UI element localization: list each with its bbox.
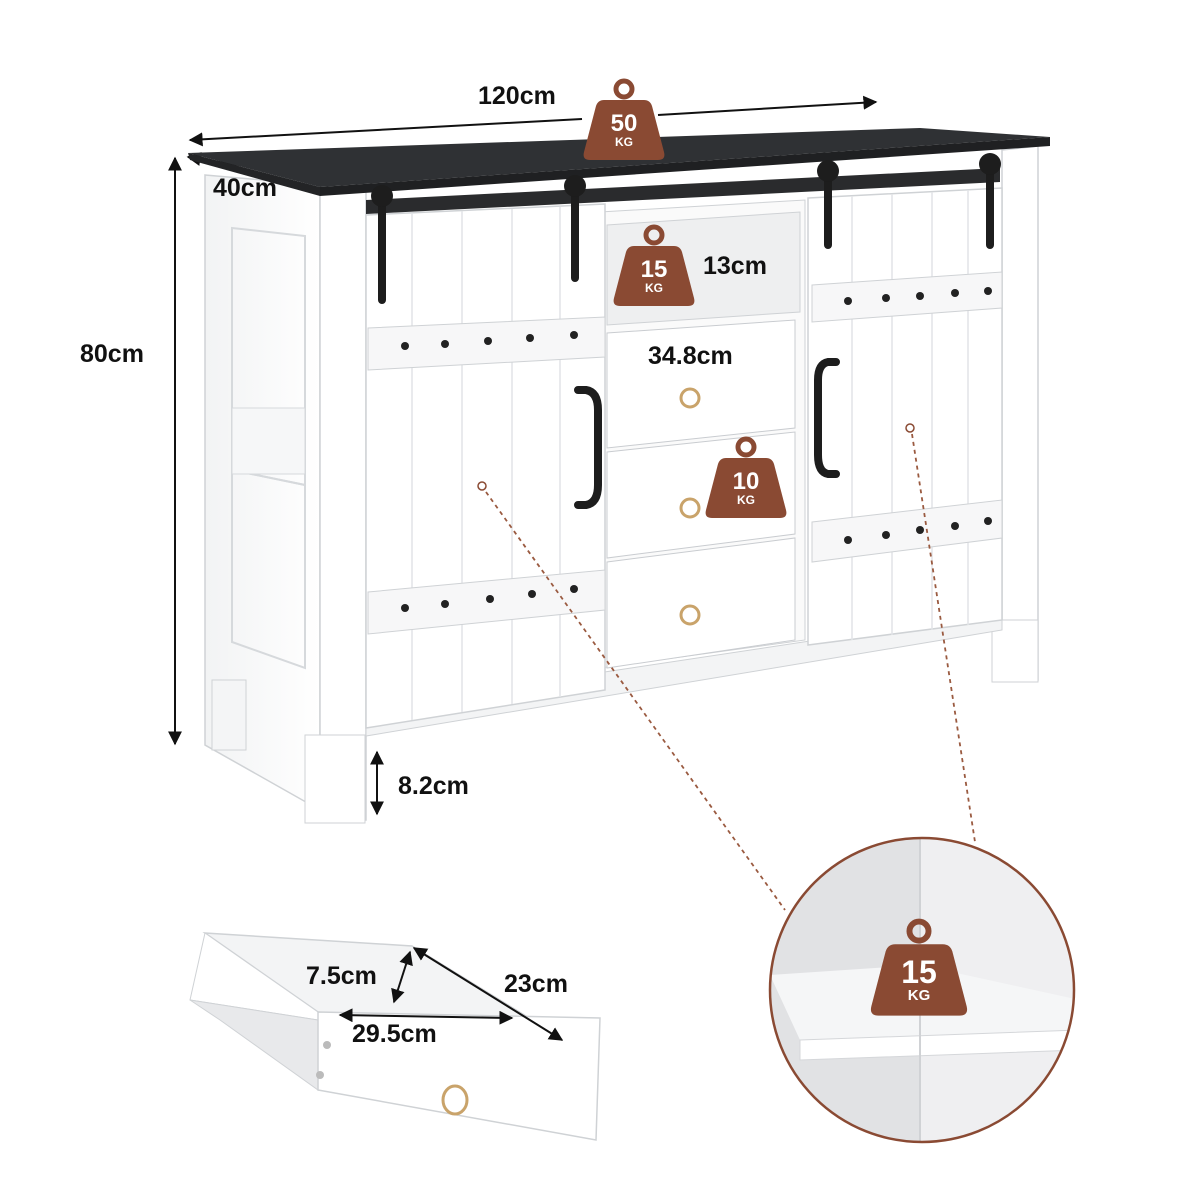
inner-shelf-load-unit: KG bbox=[907, 987, 931, 1004]
ring-pull-icon bbox=[441, 1084, 469, 1116]
drawer-1 bbox=[606, 319, 796, 449]
drawer-depth-label: 7.5cm bbox=[306, 962, 377, 990]
left-barn-door bbox=[365, 203, 606, 729]
height-label: 80cm bbox=[80, 340, 144, 368]
leg-clearance-label: 8.2cm bbox=[398, 772, 469, 800]
weight-badge-icon: 50 KG bbox=[582, 78, 666, 162]
weight-badge-icon: 15 KG bbox=[869, 918, 969, 1018]
width-arrow-right bbox=[657, 95, 878, 116]
shelf-height-label: 13cm bbox=[703, 252, 767, 280]
inner-shelf-load-value: 15 bbox=[901, 954, 937, 990]
drawer-load-value: 10 bbox=[732, 468, 760, 495]
weight-badge-icon: 10 KG bbox=[704, 436, 788, 520]
cabinet-body bbox=[188, 128, 1050, 824]
top-load-unit: KG bbox=[615, 135, 633, 149]
barn-door-handle-icon bbox=[574, 386, 602, 509]
ring-pull-icon bbox=[679, 387, 701, 626]
inner-shelf-zoom bbox=[770, 838, 1074, 1142]
shelf-load-value: 15 bbox=[640, 256, 668, 283]
shelf-width-label: 34.8cm bbox=[648, 342, 733, 370]
width-arrow-left bbox=[188, 118, 583, 147]
shelf-load-unit: KG bbox=[645, 281, 663, 295]
drawer-load-unit: KG bbox=[737, 493, 755, 507]
depth-label: 40cm bbox=[213, 174, 277, 202]
leader-lines bbox=[485, 433, 976, 911]
right-barn-door bbox=[807, 187, 1003, 646]
drawer-length-label: 23cm bbox=[504, 970, 568, 998]
drawer-depth-arrow bbox=[391, 950, 413, 1004]
drawer-width-label: 29.5cm bbox=[352, 1020, 437, 1048]
drawer-3 bbox=[606, 537, 796, 669]
top-load-value: 50 bbox=[610, 110, 638, 137]
drawer-length-arrow bbox=[412, 947, 564, 1041]
barn-door-handle-icon bbox=[814, 358, 840, 478]
width-label: 120cm bbox=[478, 82, 556, 110]
weight-badge-icon: 15 KG bbox=[612, 224, 696, 308]
